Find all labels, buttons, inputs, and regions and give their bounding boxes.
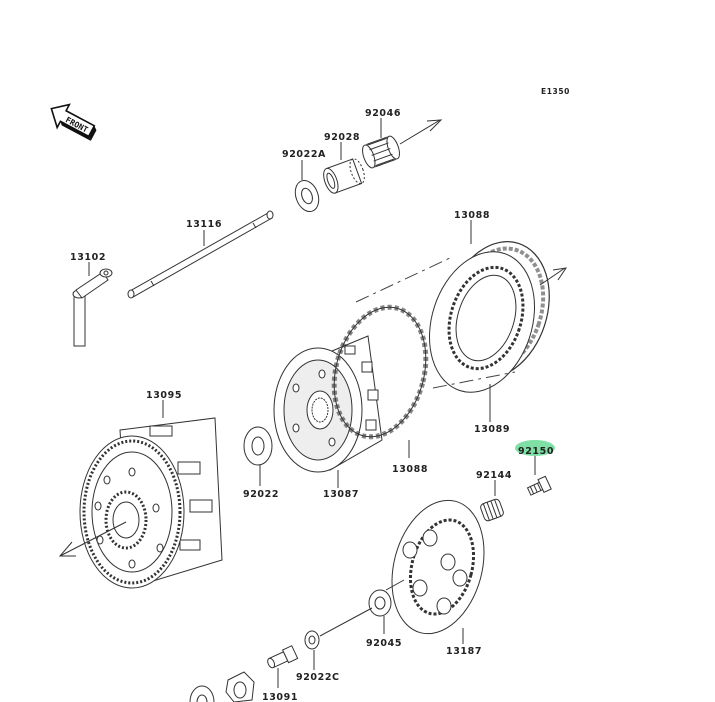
part-13102[interactable]: 13102 bbox=[70, 252, 113, 347]
part-label: 92022C bbox=[296, 672, 340, 683]
part-label: 13088 bbox=[454, 210, 490, 221]
front-arrow-icon: FRONT bbox=[50, 103, 97, 141]
part-label: 13095 bbox=[146, 390, 182, 401]
part-13087[interactable]: 13087 bbox=[273, 335, 383, 500]
part-13116[interactable]: 13116 bbox=[127, 210, 274, 299]
part-label: 92028 bbox=[324, 132, 360, 143]
part-92046[interactable]: 92046 bbox=[360, 108, 443, 169]
part-label: 92046 bbox=[365, 108, 401, 119]
part-label: 13091 bbox=[262, 692, 298, 702]
part-92022c[interactable]: 92022C bbox=[296, 630, 340, 683]
lock-washer bbox=[189, 685, 215, 702]
clutch-nut bbox=[225, 671, 255, 702]
part-label: 13088 bbox=[392, 464, 428, 475]
part-label: 13116 bbox=[186, 219, 222, 230]
part-13187[interactable]: 13187 bbox=[378, 490, 498, 657]
highlight-marker bbox=[515, 440, 555, 456]
part-13095[interactable]: 13095 bbox=[58, 390, 223, 589]
part-92045[interactable]: 92045 bbox=[366, 579, 405, 649]
part-label: 13187 bbox=[446, 646, 482, 657]
part-13089[interactable]: 13089 bbox=[412, 238, 552, 435]
part-label: 92144 bbox=[476, 470, 512, 481]
part-label: 92022A bbox=[282, 149, 326, 160]
diagram-code: E1350 bbox=[541, 87, 570, 96]
part-92150[interactable]: 92150 bbox=[515, 440, 555, 498]
part-92144[interactable]: 92144 bbox=[476, 470, 512, 522]
part-13091[interactable]: 13091 bbox=[262, 645, 299, 702]
part-label: 13102 bbox=[70, 252, 106, 263]
part-92022a[interactable]: 92022A bbox=[282, 149, 326, 215]
part-92022[interactable]: 92022 bbox=[243, 426, 279, 500]
part-label: 92022 bbox=[243, 489, 279, 500]
part-label: 92045 bbox=[366, 638, 402, 649]
part-92028[interactable]: 92028 bbox=[321, 132, 367, 195]
part-label: 13087 bbox=[323, 489, 359, 500]
part-13088-lower[interactable]: 13088 bbox=[320, 297, 439, 475]
part-label: 92150 bbox=[518, 446, 554, 457]
part-label: 13089 bbox=[474, 424, 510, 435]
